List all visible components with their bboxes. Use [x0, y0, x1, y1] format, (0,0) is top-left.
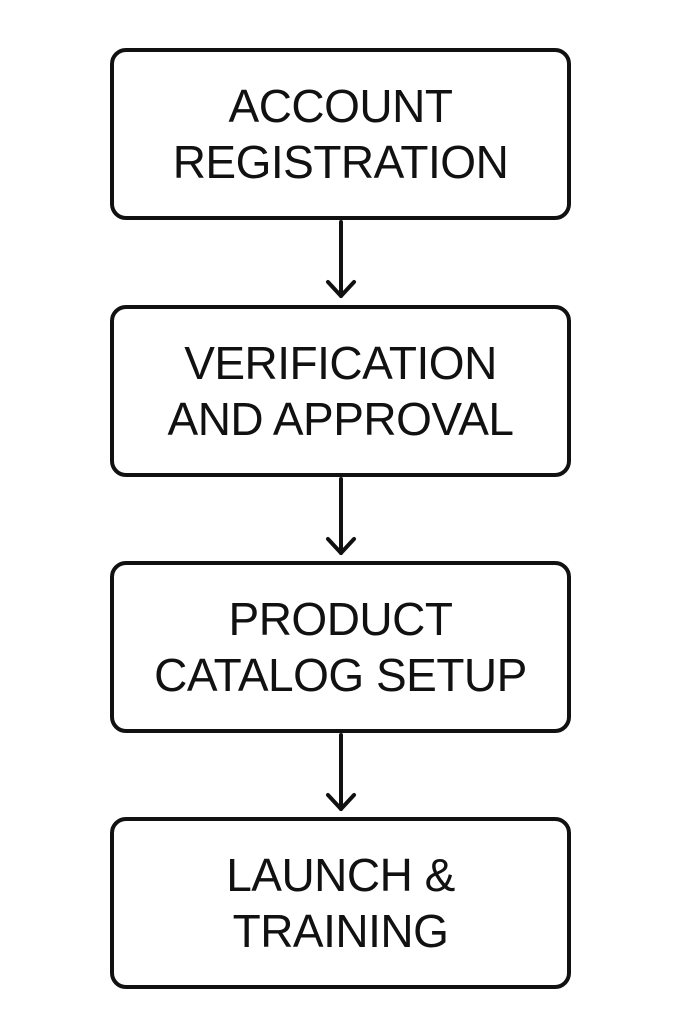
step-label: LAUNCH & TRAINING: [226, 849, 455, 957]
step-box-launch-and-training: LAUNCH & TRAINING: [110, 817, 571, 989]
step-box-account-registration: ACCOUNT REGISTRATION: [110, 48, 571, 220]
down-arrow-icon: [326, 220, 356, 298]
step-label: PRODUCT CATALOG SETUP: [154, 593, 527, 701]
step-box-product-catalog-setup: PRODUCT CATALOG SETUP: [110, 561, 571, 733]
down-arrow-icon: [326, 733, 356, 811]
down-arrow-icon: [326, 477, 356, 555]
step-label: ACCOUNT REGISTRATION: [172, 80, 509, 188]
step-label: VERIFICATION AND APPROVAL: [167, 337, 514, 445]
step-box-verification-and-approval: VERIFICATION AND APPROVAL: [110, 305, 571, 477]
